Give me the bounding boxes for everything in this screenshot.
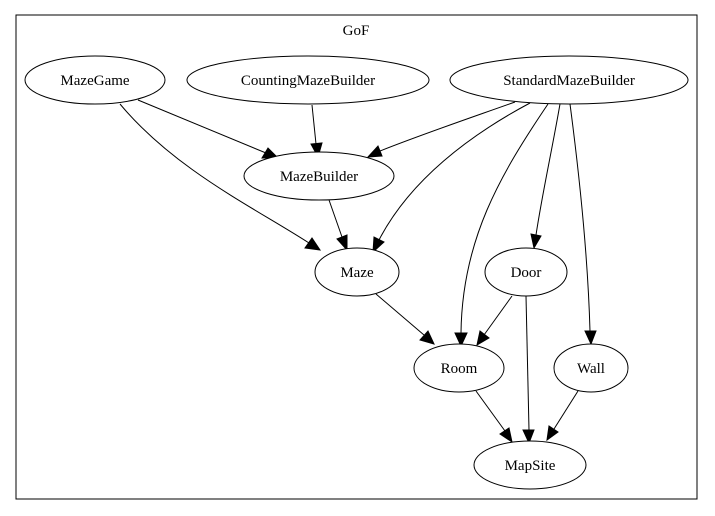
nodes-layer: MazeGame CountingMazeBuilder StandardMaz… [24,55,689,490]
node-countingmazebuilder: CountingMazeBuilder [186,55,430,105]
edge-door-to-room [476,295,513,347]
edges-layer [119,99,597,445]
edge-wall-to-mapsite [546,390,579,442]
node-label-standardmazebuilder: StandardMazeBuilder [503,73,635,89]
edge-mazegame-to-maze [119,103,322,251]
node-door: Door [484,247,568,297]
node-label-mapsite: MapSite [505,458,556,474]
edge-countingmazebuilder-to-mazebuilder [310,104,323,159]
node-label-door: Door [511,265,542,281]
edge-standardmazebuilder-to-door [530,103,561,250]
node-label-countingmazebuilder: CountingMazeBuilder [241,73,375,89]
node-label-room: Room [441,361,478,377]
cluster-title: GoF [343,23,370,39]
node-standardmazebuilder: StandardMazeBuilder [449,55,689,105]
node-maze: Maze [314,247,400,297]
edge-standardmazebuilder-to-maze [372,102,531,254]
node-mazegame: MazeGame [24,55,166,105]
cluster-gof: GoF [15,14,698,500]
edge-mazebuilder-to-maze [328,199,348,252]
node-label-maze: Maze [340,265,374,281]
node-wall: Wall [553,343,629,393]
node-room: Room [413,343,505,393]
edge-room-to-mapsite [475,390,513,444]
node-label-mazebuilder: MazeBuilder [280,169,358,185]
node-mapsite: MapSite [473,440,587,490]
edge-door-to-mapsite [522,295,535,445]
edge-maze-to-room [375,293,435,345]
node-label-wall: Wall [577,361,605,377]
edge-standardmazebuilder-to-wall [569,103,597,346]
edge-standardmazebuilder-to-room [454,103,549,348]
node-mazebuilder: MazeBuilder [243,151,395,201]
cluster-frame [15,14,698,500]
edge-mazegame-to-mazebuilder [137,99,280,159]
edge-standardmazebuilder-to-mazebuilder [366,101,516,158]
node-label-mazegame: MazeGame [60,73,129,89]
